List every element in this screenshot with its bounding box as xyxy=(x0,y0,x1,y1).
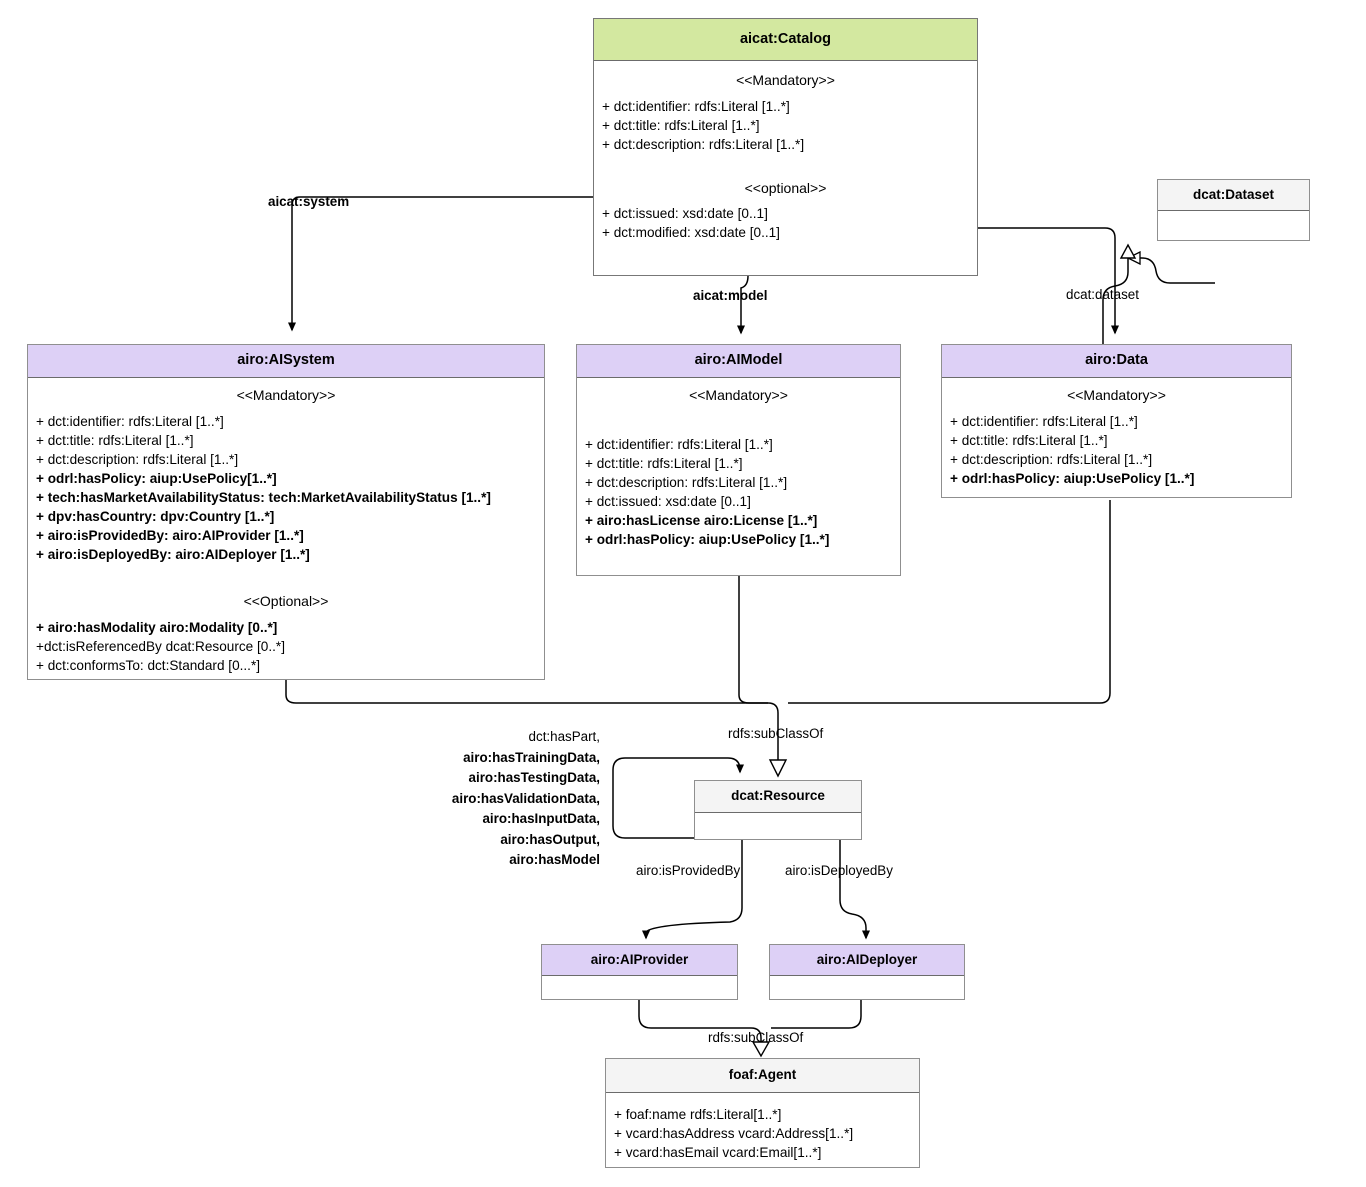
class-body-airo-aideployer xyxy=(770,976,964,1000)
edge-resource-to-aiprovider xyxy=(642,840,743,940)
edge-label-line: airo:hasValidationData, xyxy=(451,790,600,806)
class-attribute: + dct:title: rdfs:Literal [1..*] xyxy=(950,433,1108,448)
edge-label-line: airo:hasModel xyxy=(509,852,600,867)
class-title-airo-aideployer: airo:AIDeployer xyxy=(770,945,964,976)
attr-list-data-mandatory: + dct:identifier: rdfs:Literal [1..*] + d… xyxy=(942,412,1291,488)
class-box-dcat-resource[interactable]: dcat:Resource xyxy=(694,780,862,840)
class-attribute: + odrl:hasPolicy: aiup:UsePolicy [1..*] xyxy=(585,532,830,547)
class-attribute: + dct:description: rdfs:Literal [1..*] xyxy=(950,452,1153,467)
class-body-airo-aiprovider xyxy=(542,976,737,1000)
class-box-airo-aiprovider[interactable]: airo:AIProvider xyxy=(541,944,738,1000)
class-box-airo-data[interactable]: airo:Data <<Mandatory>> + dct:identifier… xyxy=(941,344,1292,498)
class-attribute: + dct:issued: xsd:date [0..1] xyxy=(602,206,768,221)
class-title-airo-aisystem: airo:AISystem xyxy=(28,345,544,378)
stereotype-mandatory-data: <<Mandatory>> xyxy=(1067,387,1166,403)
edge-resource-to-aideployer xyxy=(839,840,870,940)
class-attribute: + dct:identifier: rdfs:Literal [1..*] xyxy=(585,437,773,452)
edge-label-rdfs-subclassof-agent: rdfs:subClassOf xyxy=(708,1030,804,1045)
class-attribute: + airo:isDeployedBy: airo:AIDeployer [1.… xyxy=(36,547,310,562)
class-body-dcat-dataset xyxy=(1158,211,1309,240)
edge-label-line: airo:hasOutput, xyxy=(500,831,600,847)
class-box-airo-aisystem[interactable]: airo:AISystem <<Mandatory>> + dct:identi… xyxy=(27,344,545,680)
class-attribute: + dct:identifier: rdfs:Literal [1..*] xyxy=(602,99,790,114)
class-attribute: + airo:hasModality airo:Modality [0..*] xyxy=(36,620,278,635)
class-attribute: + dct:modified: xsd:date [0..1] xyxy=(602,225,780,240)
attr-list-catalog-mandatory: + dct:identifier: rdfs:Literal [1..*] + d… xyxy=(594,97,977,154)
edge-label-line: airo:hasTrainingData, xyxy=(463,749,600,765)
class-attribute: + airo:isProvidedBy: airo:AIProvider [1.… xyxy=(36,528,304,543)
class-attribute: + tech:hasMarketAvailabilityStatus: tech… xyxy=(36,490,491,505)
class-attribute: + airo:hasLicense airo:License [1..*] xyxy=(585,513,818,528)
stereotype-mandatory-aimodel: <<Mandatory>> xyxy=(689,387,788,403)
edge-label-aicat-model: aicat:model xyxy=(693,288,768,303)
class-body-dcat-resource xyxy=(695,813,861,840)
edge-label-rdfs-subclassof-resource: rdfs:subClassOf xyxy=(728,726,824,741)
stereotype-optional-aisystem: <<Optional>> xyxy=(243,593,329,609)
class-attribute: + dct:title: rdfs:Literal [1..*] xyxy=(602,118,760,133)
edge-label-airo-isdeployedby: airo:isDeployedBy xyxy=(785,863,893,878)
class-attribute: + odrl:hasPolicy: aiup:UsePolicy[1..*] xyxy=(36,471,277,486)
class-attribute: + dct:identifier: rdfs:Literal [1..*] xyxy=(36,414,224,429)
class-title-airo-data: airo:Data xyxy=(942,345,1291,378)
class-attribute: + dct:title: rdfs:Literal [1..*] xyxy=(36,433,194,448)
class-box-airo-aideployer[interactable]: airo:AIDeployer xyxy=(769,944,965,1000)
class-attribute: + dct:description: rdfs:Literal [1..*] xyxy=(585,475,788,490)
attr-list-aisystem-mandatory: + dct:identifier: rdfs:Literal [1..*] + d… xyxy=(28,412,544,564)
edge-aimodel-to-resource-subclassof xyxy=(738,576,768,704)
attr-list-aimodel-mandatory: + dct:identifier: rdfs:Literal [1..*] + d… xyxy=(577,435,900,549)
class-attribute: + dct:identifier: rdfs:Literal [1..*] xyxy=(950,414,1138,429)
class-title-dcat-resource: dcat:Resource xyxy=(695,781,861,813)
class-title-foaf-agent: foaf:Agent xyxy=(606,1059,919,1093)
edge-catalog-to-data xyxy=(978,227,1119,335)
edge-catalog-to-aisystem xyxy=(288,196,593,332)
class-box-dcat-dataset[interactable]: dcat:Dataset xyxy=(1157,179,1310,241)
edge-label-line: dct:hasPart, xyxy=(528,729,600,744)
class-attribute: + dct:description: rdfs:Literal [1..*] xyxy=(602,137,805,152)
class-title-dcat-dataset: dcat:Dataset xyxy=(1158,180,1309,211)
class-attribute: + dct:title: rdfs:Literal [1..*] xyxy=(585,456,743,471)
class-attribute: + foaf:name rdfs:Literal[1..*] xyxy=(614,1107,782,1122)
class-box-aicat-catalog[interactable]: aicat:Catalog <<Mandatory>> + dct:identi… xyxy=(593,18,978,276)
edge-label-airo-isprovidedby: airo:isProvidedBy xyxy=(636,863,741,878)
attr-list-catalog-optional: + dct:issued: xsd:date [0..1] + dct:modif… xyxy=(594,204,977,242)
edge-label-line: airo:hasInputData, xyxy=(482,811,600,826)
class-attribute: + dct:issued: xsd:date [0..1] xyxy=(585,494,751,509)
stereotype-mandatory-aisystem: <<Mandatory>> xyxy=(236,387,336,403)
class-title-airo-aiprovider: airo:AIProvider xyxy=(542,945,737,976)
edge-label-haspart-group: dct:hasPart, airo:hasTrainingData, airo:ha… xyxy=(380,727,600,871)
class-box-foaf-agent[interactable]: foaf:Agent + foaf:name rdfs:Literal[1..*… xyxy=(605,1058,920,1168)
edge-label-aicat-system: aicat:system xyxy=(268,194,350,209)
edge-label-line: airo:hasTestingData, xyxy=(468,770,600,785)
attr-list-foaf-agent: + foaf:name rdfs:Literal[1..*] + vcard:ha… xyxy=(606,1105,919,1162)
class-attribute: + dpv:hasCountry: dpv:Country [1..*] xyxy=(36,509,275,524)
class-box-airo-aimodel[interactable]: airo:AIModel <<Mandatory>> + dct:identif… xyxy=(576,344,901,576)
class-title-airo-aimodel: airo:AIModel xyxy=(577,345,900,378)
class-attribute: + odrl:hasPolicy: aiup:UsePolicy [1..*] xyxy=(950,471,1195,486)
edge-label-dcat-dataset: dcat:dataset xyxy=(1066,287,1139,302)
class-attribute: + dct:conformsTo: dct:Standard [0...*] xyxy=(36,658,261,673)
attr-list-aisystem-optional: + airo:hasModality airo:Modality [0..*] +… xyxy=(28,618,544,675)
stereotype-mandatory-catalog: <<Mandatory>> xyxy=(736,72,835,88)
class-attribute: + dct:description: rdfs:Literal [1..*] xyxy=(36,452,239,467)
class-attribute: + vcard:hasEmail vcard:Email[1..*] xyxy=(614,1145,822,1160)
class-title-aicat-catalog: aicat:Catalog xyxy=(594,19,977,61)
class-attribute: +dct:isReferencedBy dcat:Resource [0..*] xyxy=(36,639,285,654)
stereotype-optional-catalog: <<optional>> xyxy=(744,180,827,196)
class-attribute: + vcard:hasAddress vcard:Address[1..*] xyxy=(614,1126,854,1141)
